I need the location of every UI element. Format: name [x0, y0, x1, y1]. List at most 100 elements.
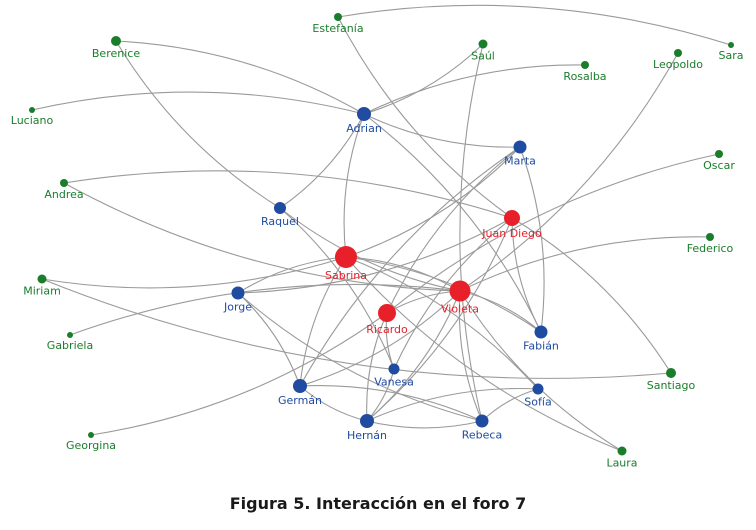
node-leopoldo[interactable]: Leopoldo [653, 49, 703, 71]
node-label: Federico [687, 242, 734, 255]
node-circle[interactable] [88, 432, 94, 438]
node-circle[interactable] [475, 414, 489, 428]
node-gabriela[interactable]: Gabriela [47, 332, 93, 352]
node-federico[interactable]: Federico [687, 233, 734, 255]
edge-adrian-raquel [279, 113, 365, 209]
node-sabrina[interactable]: Sabrina [325, 246, 367, 282]
node-sofia[interactable]: Sofía [524, 383, 552, 409]
node-label: Sara [719, 49, 744, 62]
edge-adrian-marta [363, 113, 521, 148]
node-georgina[interactable]: Georgina [66, 432, 116, 452]
node-label: Fabián [523, 340, 559, 353]
node-circle[interactable] [334, 13, 342, 21]
node-oscar[interactable]: Oscar [703, 150, 735, 172]
node-fabian[interactable]: Fabián [523, 325, 559, 353]
node-circle[interactable] [293, 379, 307, 393]
node-circle[interactable] [60, 179, 68, 187]
node-label: Juan Diego [481, 227, 542, 240]
node-label: Marta [504, 155, 536, 168]
node-circle[interactable] [581, 61, 589, 69]
node-label: Adrian [346, 122, 382, 135]
node-label: Gabriela [47, 339, 93, 352]
node-circle[interactable] [513, 140, 527, 154]
edge-marta-sabrina [345, 146, 521, 258]
node-label: Rosalba [563, 70, 606, 83]
node-circle[interactable] [674, 49, 682, 57]
edge-sabrina-fabian [345, 256, 542, 333]
node-jorge[interactable]: Jorge [223, 286, 252, 314]
node-sara[interactable]: Sara [719, 42, 744, 62]
edge-marta-german [299, 146, 521, 387]
node-estefania[interactable]: Estefanía [312, 13, 364, 35]
edge-sabrina-jorge [237, 256, 347, 294]
node-circle[interactable] [617, 446, 627, 456]
node-circle[interactable] [388, 363, 400, 375]
edge-german-hernan [299, 385, 368, 422]
node-vanesa[interactable]: Vanesa [374, 363, 414, 389]
edge-oscar-ricardo [386, 153, 720, 314]
node-circle[interactable] [357, 107, 371, 121]
edge-andrea-juan-diego [63, 170, 513, 219]
node-andrea[interactable]: Andrea [44, 179, 84, 201]
node-label: Violeta [441, 303, 479, 316]
node-adrian[interactable]: Adrian [346, 107, 382, 135]
node-circle[interactable] [666, 368, 676, 378]
edge-violeta-rebeca [458, 290, 483, 422]
node-circle[interactable] [449, 280, 471, 302]
node-label: Vanesa [374, 376, 414, 389]
node-label: Hernán [347, 429, 387, 442]
node-raquel[interactable]: Raquel [261, 202, 299, 228]
node-circle[interactable] [335, 246, 357, 268]
node-circle[interactable] [274, 202, 286, 214]
node-circle[interactable] [29, 107, 35, 113]
node-circle[interactable] [478, 39, 488, 49]
node-circle[interactable] [360, 414, 374, 428]
node-circle[interactable] [231, 286, 245, 300]
node-circle[interactable] [715, 150, 723, 158]
edge-marta-fabian [519, 146, 545, 333]
node-label: Estefanía [312, 22, 363, 35]
node-rosalba[interactable]: Rosalba [563, 61, 607, 83]
node-circle[interactable] [504, 210, 520, 226]
node-santiago[interactable]: Santiago [647, 368, 696, 392]
edge-estefania-juan-diego [337, 16, 513, 219]
edge-juan-diego-vanesa [393, 217, 513, 370]
node-laura[interactable]: Laura [606, 446, 638, 470]
node-label: Raquel [261, 215, 299, 228]
node-violeta[interactable]: Violeta [441, 280, 479, 316]
edge-adrian-sabrina [343, 113, 365, 258]
node-label: Saúl [471, 50, 495, 63]
node-label: Oscar [703, 159, 735, 172]
node-circle[interactable] [111, 36, 121, 46]
node-circle[interactable] [37, 274, 47, 284]
node-saul[interactable]: Saúl [471, 39, 495, 63]
edge-sabrina-miriam [41, 256, 347, 289]
node-berenice[interactable]: Berenice [92, 36, 140, 60]
node-circle[interactable] [534, 325, 548, 339]
edge-georgina-ricardo [90, 312, 388, 436]
node-label: Germán [278, 394, 322, 407]
edge-miriam-santiago [41, 278, 672, 379]
edge-raquel-vanesa [279, 207, 395, 370]
node-circle[interactable] [728, 42, 734, 48]
node-circle[interactable] [706, 233, 714, 241]
edge-sofia-hernan [366, 387, 539, 422]
edge-estefania-sara [337, 4, 732, 46]
edge-raquel-violeta [279, 207, 461, 292]
node-miriam[interactable]: Miriam [23, 274, 61, 298]
edge-leopoldo-violeta [459, 52, 679, 292]
node-circle[interactable] [67, 332, 73, 338]
node-circle[interactable] [378, 304, 396, 322]
node-luciano[interactable]: Luciano [11, 107, 54, 127]
node-label: Andrea [44, 188, 83, 201]
edge-sabrina-laura [345, 256, 623, 452]
node-marta[interactable]: Marta [504, 140, 536, 168]
node-juan-diego[interactable]: Juan Diego [481, 210, 542, 240]
node-german[interactable]: Germán [278, 379, 322, 407]
edge-adrian-rosalba [363, 64, 586, 115]
node-ricardo[interactable]: Ricardo [366, 304, 408, 336]
node-rebeca[interactable]: Rebeca [462, 414, 502, 442]
node-circle[interactable] [532, 383, 544, 395]
node-hernan[interactable]: Hernán [347, 414, 387, 442]
